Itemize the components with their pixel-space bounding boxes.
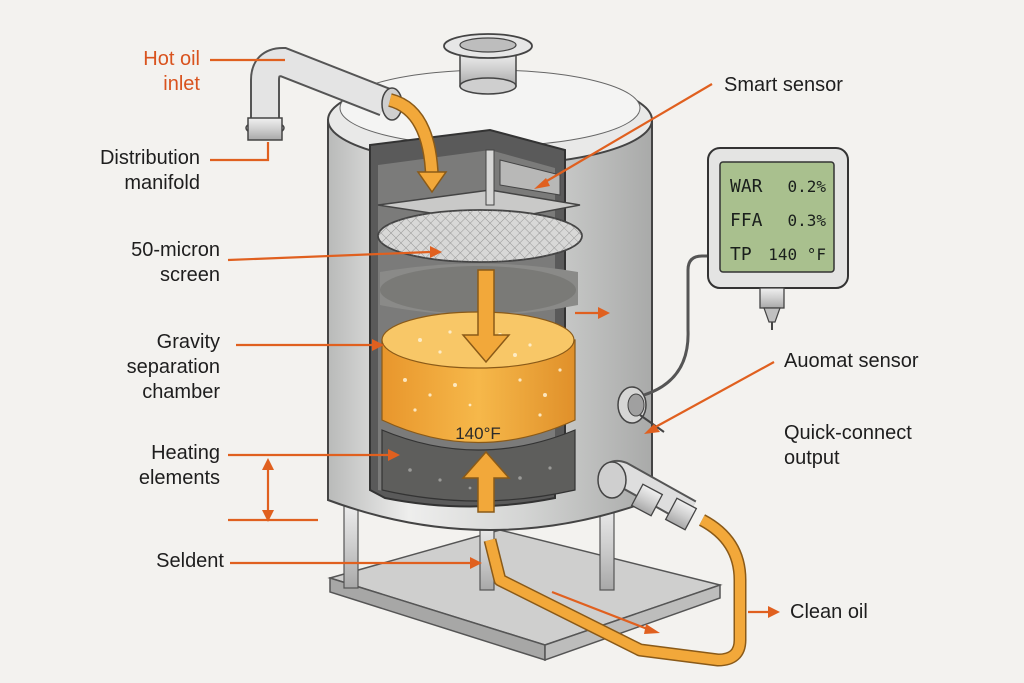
leader-lines (210, 58, 780, 634)
label-clean-oil: Clean oil (790, 601, 868, 623)
sensor-row-name: TP (730, 244, 752, 265)
tank-temperature: 140°F (455, 424, 501, 443)
side-sensor-fitting (617, 254, 720, 433)
label-auomat-sensor: Auomat sensor (784, 350, 919, 372)
label-distribution-manifold: Distribution manifold (99, 147, 200, 194)
label-micron-screen: 50-micron screen (131, 239, 220, 286)
support-legs (343, 499, 615, 591)
sensor-row-name: WAR (730, 176, 763, 197)
top-nozzle (443, 33, 533, 95)
label-quick-connect: Quick-connect output (784, 422, 912, 469)
sensor-row-value: 0.3% (787, 211, 826, 230)
sensor-display-rows: WAR 0.2% FFA 0.3% TP 140 °F (730, 176, 826, 265)
sensor-row-value: 140 °F (768, 245, 826, 264)
clean-oil-hose (483, 514, 747, 667)
label-hot-oil-inlet: Hot oil inlet (143, 48, 200, 95)
quick-connect-output (597, 459, 698, 531)
label-heating-elements: Heating elements (138, 442, 220, 489)
micron-screen (377, 209, 583, 263)
smart-sensor-box (707, 147, 849, 330)
inlet-pipe (245, 46, 448, 194)
sensor-row-name: FFA (730, 210, 763, 231)
cutaway-interior (369, 128, 583, 513)
downflow-arrow (461, 269, 511, 364)
label-seldent: Seldent (156, 550, 224, 572)
label-gravity-chamber: Gravity separation chamber (126, 331, 220, 403)
label-smart-sensor: Smart sensor (724, 74, 843, 96)
upflow-arrow (461, 450, 511, 513)
sensor-row-value: 0.2% (787, 177, 826, 196)
